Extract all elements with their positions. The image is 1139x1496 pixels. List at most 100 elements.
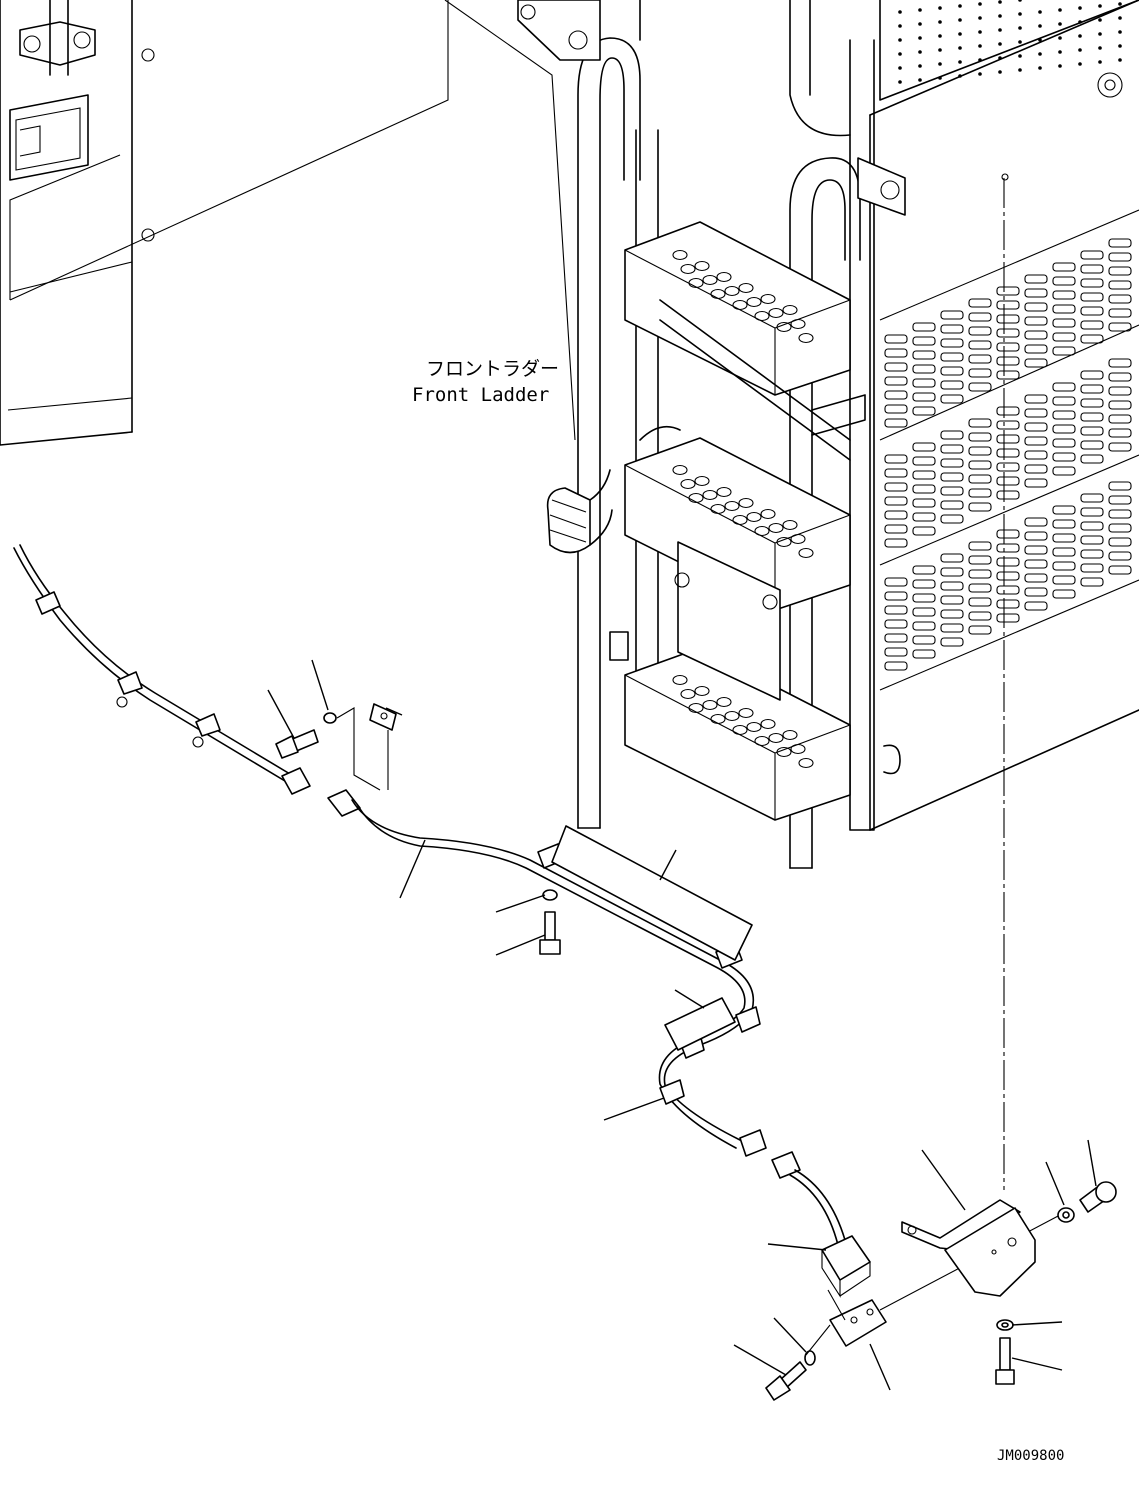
plate-perforation [978, 30, 982, 34]
grille-slot [1108, 428, 1132, 438]
grille-slot [1024, 358, 1048, 368]
step-hole [688, 492, 704, 504]
plate-perforation [978, 16, 982, 20]
grille-slot [996, 529, 1020, 539]
step-hole [732, 514, 748, 526]
grille-slot [996, 543, 1020, 553]
grille-slot [1052, 438, 1076, 448]
plate-perforation [1018, 26, 1022, 30]
step-hole [754, 735, 770, 747]
grille-slot [996, 406, 1020, 416]
grille-slot [996, 420, 1020, 430]
grille-slot [1052, 332, 1076, 342]
grille-slot [940, 637, 964, 647]
step-hole [716, 271, 732, 283]
harness-end-connector [281, 767, 311, 795]
grille-slot [996, 557, 1020, 567]
grille-slot [884, 418, 908, 428]
grille-slot [884, 496, 908, 506]
grille-slot [1108, 551, 1132, 561]
grille-slot [884, 454, 908, 464]
grille-slot [1108, 308, 1132, 318]
plate-perforation [1018, 12, 1022, 16]
plate-perforation [1098, 18, 1102, 22]
grille-slot [912, 579, 936, 589]
grille-slot [1052, 410, 1076, 420]
plate-perforation [1038, 52, 1042, 56]
grille-slot [1108, 294, 1132, 304]
drawing-code: JM009800 [997, 1448, 1064, 1464]
step-hole [694, 685, 710, 697]
grille-slot [996, 462, 1020, 472]
grille-slot [968, 298, 992, 308]
switch-mount-bracket [829, 1299, 887, 1347]
grille-slot [884, 661, 908, 671]
harness-connector-left [327, 789, 361, 817]
grille-slot [968, 502, 992, 512]
grille-slot [940, 609, 964, 619]
grille-slot [1108, 266, 1132, 276]
grille-slot [1024, 478, 1048, 488]
grille-slot [1080, 440, 1104, 450]
grille-slot [968, 474, 992, 484]
step-hole [768, 522, 784, 534]
grille-slot [912, 649, 936, 659]
grille-slot [996, 286, 1020, 296]
step-hole [760, 293, 776, 305]
step-hole [716, 486, 732, 498]
grille-slot [940, 366, 964, 376]
grille-slot [940, 500, 964, 510]
grille-slot [1080, 384, 1104, 394]
grille-slot [884, 376, 908, 386]
harness-sleeve-large [551, 825, 753, 961]
grille-slot [1080, 426, 1104, 436]
grille-slot [996, 613, 1020, 623]
plate-perforation [918, 8, 922, 12]
grille-slot [1080, 334, 1104, 344]
grille-slot [1108, 322, 1132, 332]
grille-slot [968, 340, 992, 350]
step-hole [754, 310, 770, 322]
grille-slot [1108, 386, 1132, 396]
grille-slot [1108, 523, 1132, 533]
grille-slot [912, 322, 936, 332]
grille-slot [1108, 481, 1132, 491]
grille-slot [940, 472, 964, 482]
grille-slot [968, 382, 992, 392]
grille-slot [1052, 452, 1076, 462]
grille-slot [940, 352, 964, 362]
grille-slot [940, 486, 964, 496]
grille-slot [1024, 601, 1048, 611]
step-hole [790, 533, 806, 545]
plate-perforation [958, 18, 962, 22]
step-hole [710, 503, 726, 515]
plate-perforation [918, 22, 922, 26]
grille-slot [1080, 454, 1104, 464]
plate-perforation [1058, 64, 1062, 68]
grille-slot [1080, 398, 1104, 408]
plate-perforation [1118, 2, 1122, 6]
grille-slot [1108, 358, 1132, 368]
grille-slot [912, 378, 936, 388]
grille-slot [940, 394, 964, 404]
guard-bracket-plate [944, 1207, 1036, 1297]
grille-slot [1080, 264, 1104, 274]
grille-slot [996, 356, 1020, 366]
grille-slot [940, 430, 964, 440]
grille-slot [968, 555, 992, 565]
grille-slot [884, 577, 908, 587]
grille-slot [1024, 587, 1048, 597]
plate-perforation [898, 66, 902, 70]
step-hole [746, 511, 762, 523]
step-hole [782, 519, 798, 531]
grille-slot [1024, 344, 1048, 354]
grille-slot [1080, 250, 1104, 260]
grille-slot [912, 336, 936, 346]
step-hole [672, 464, 688, 476]
grille-slot [912, 456, 936, 466]
grille-slot [996, 434, 1020, 444]
grille-slot [968, 569, 992, 579]
grille-slot [1024, 274, 1048, 284]
grille-slot [884, 510, 908, 520]
